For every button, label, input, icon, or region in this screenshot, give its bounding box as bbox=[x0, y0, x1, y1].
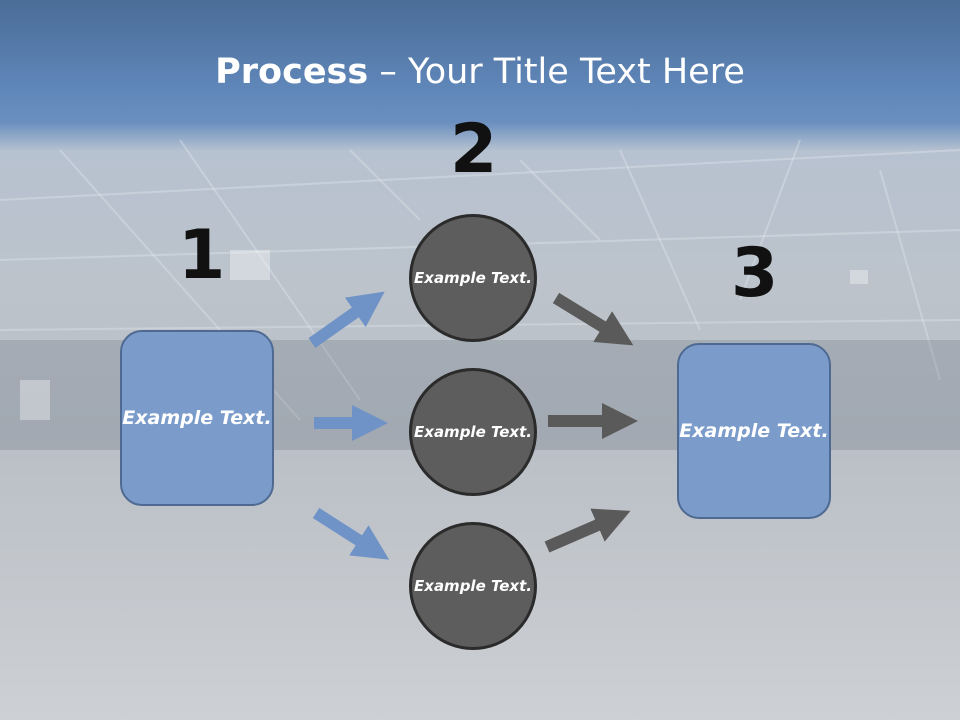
arrow-blue-down bbox=[312, 507, 390, 560]
circle-bottom: Example Text. bbox=[409, 522, 537, 650]
circle-bottom-text: Example Text. bbox=[414, 576, 532, 595]
left-process-box: Example Text. bbox=[120, 330, 274, 506]
step-number-1: 1 bbox=[178, 216, 226, 295]
arrow-gray-down bbox=[552, 292, 634, 346]
right-box-text: Example Text. bbox=[679, 419, 829, 442]
circle-top: Example Text. bbox=[409, 214, 537, 342]
arrow-blue-up bbox=[308, 291, 385, 348]
circle-middle-text: Example Text. bbox=[414, 422, 532, 441]
right-process-box: Example Text. bbox=[677, 343, 831, 519]
circle-top-text: Example Text. bbox=[414, 268, 532, 287]
title-rest: – Your Title Text Here bbox=[368, 52, 745, 92]
step-number-3: 3 bbox=[731, 234, 779, 313]
slide-title: Process – Your Title Text Here bbox=[0, 52, 960, 92]
arrow-gray-up bbox=[544, 508, 631, 553]
title-bold: Process bbox=[215, 52, 369, 92]
step-number-2: 2 bbox=[450, 110, 498, 189]
circle-middle: Example Text. bbox=[409, 368, 537, 496]
left-box-text: Example Text. bbox=[122, 406, 272, 429]
